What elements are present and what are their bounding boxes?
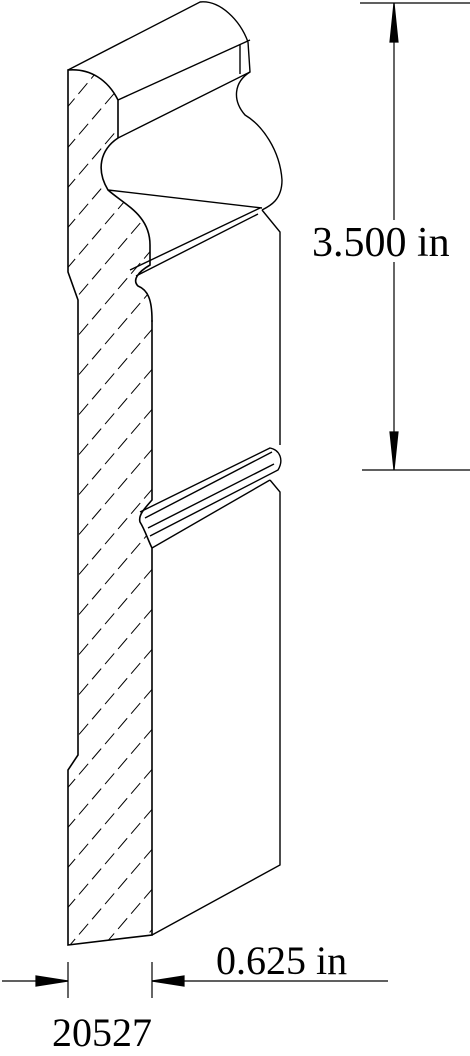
height-dimension-label: 3.500 in (312, 220, 450, 266)
section-profile (67, 69, 153, 946)
part-number: 20527 (52, 1010, 152, 1055)
molding-face (67, 1, 283, 936)
section-hatching (68, 69, 152, 946)
thickness-dimension-label: 0.625 in (216, 938, 347, 983)
thickness-dimension (2, 962, 388, 998)
height-dimension (360, 2, 470, 471)
